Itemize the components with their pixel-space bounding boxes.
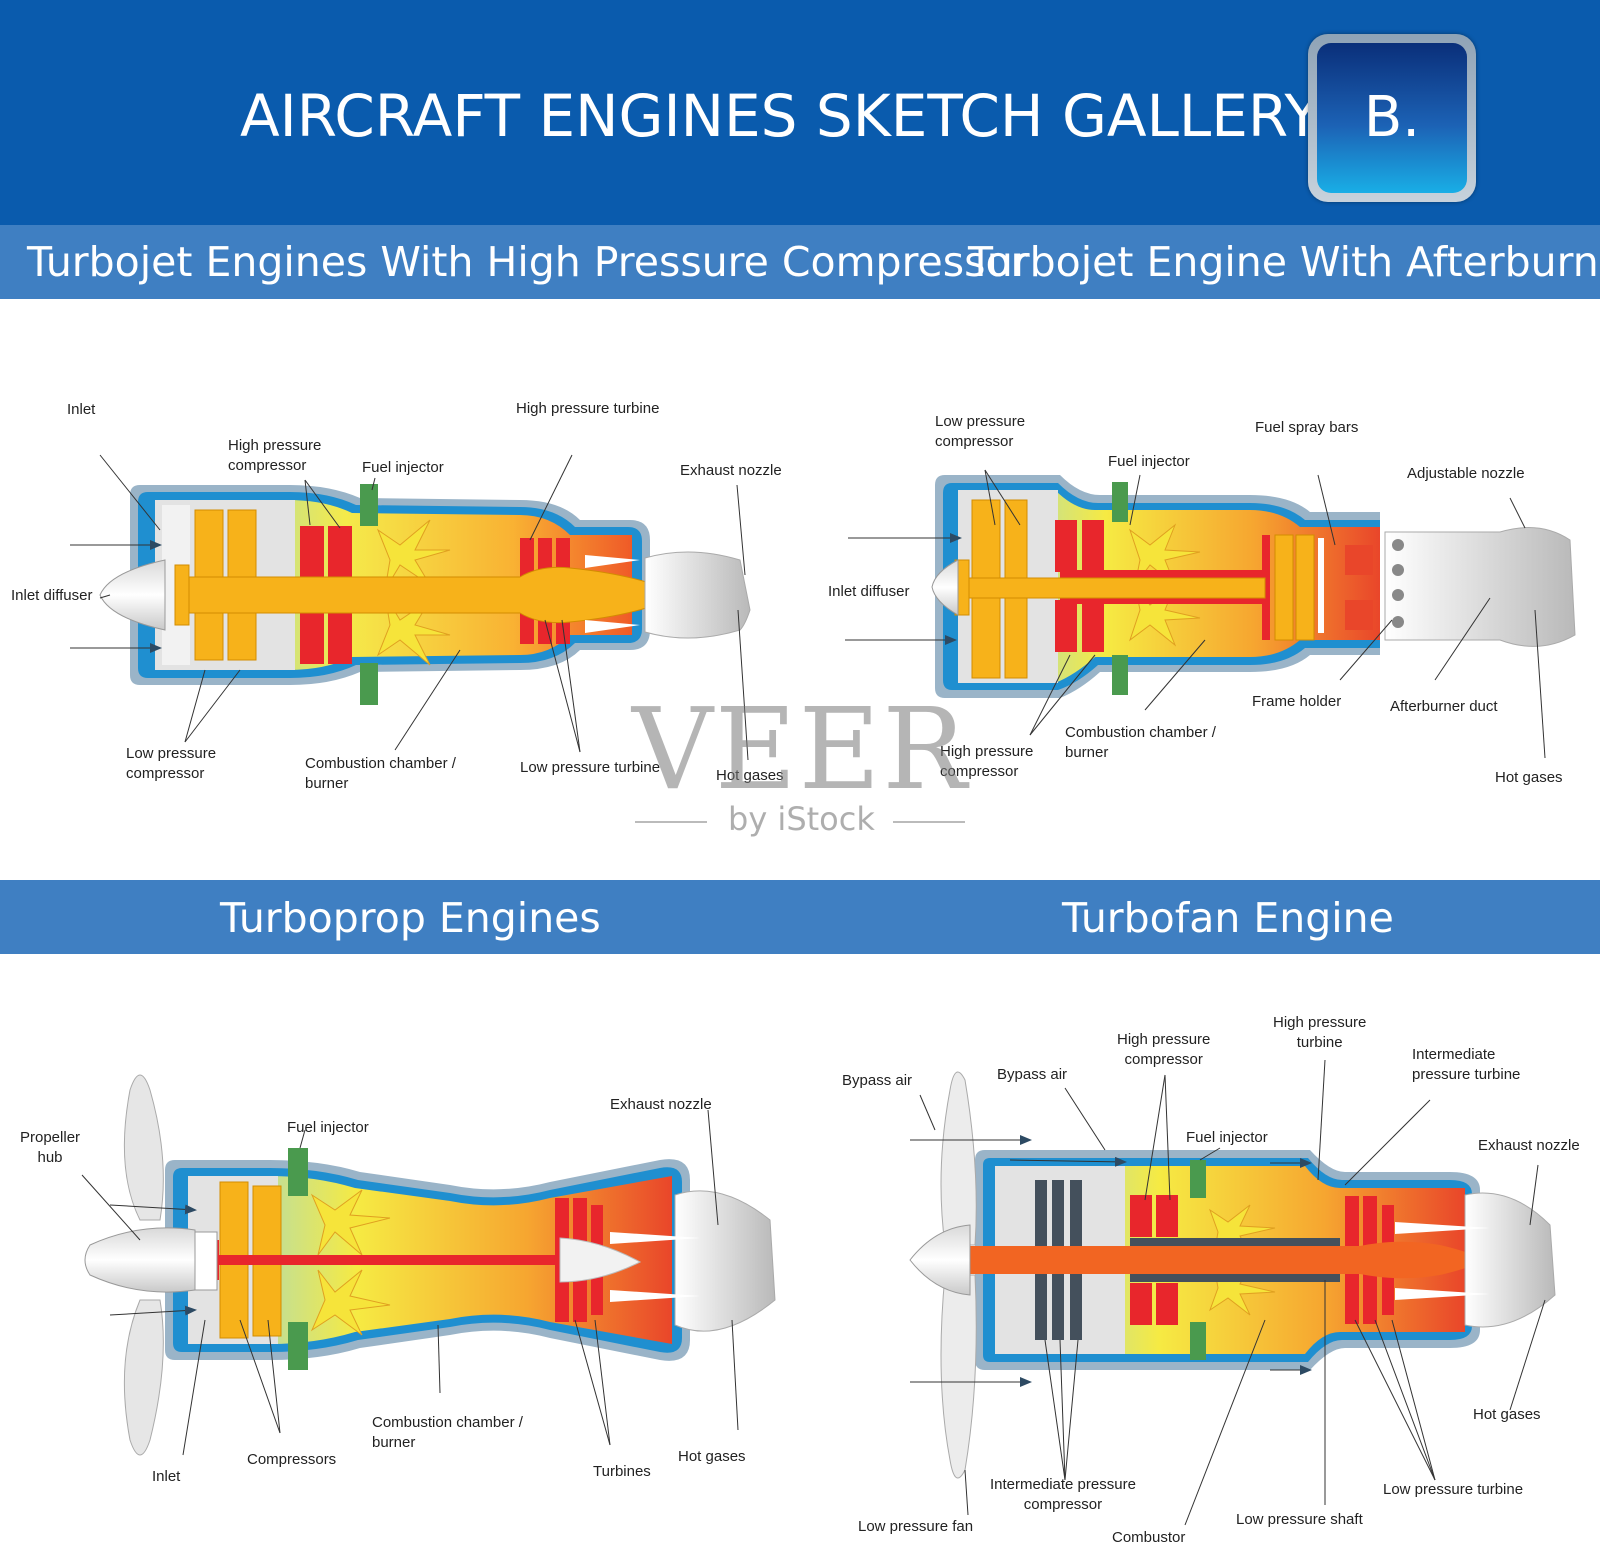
e4-label-hot-gases: Hot gases (1473, 1406, 1541, 1423)
e2-label-afterburner-duct: Afterburner duct (1390, 698, 1498, 715)
section-title-turboprop: Turboprop Engines (220, 894, 601, 942)
logo-letter: B. (1363, 85, 1421, 150)
e3-label-compressors: Compressors (247, 1451, 337, 1468)
section-bar-top (0, 225, 1600, 299)
turbojet-hpc-diagram (70, 454, 751, 761)
e3-label-fuel-injector: Fuel injector (287, 1119, 369, 1136)
turbojet-afterburner-diagram (845, 469, 1576, 759)
logo: B. (1308, 34, 1476, 202)
e4-label-hpc: High pressure compressor (1117, 1031, 1211, 1068)
watermark-brand: VEER (632, 685, 969, 815)
section-title-turbojet-ab: Turbojet Engine With Afterburner (968, 238, 1600, 286)
section-title-turbofan: Turbofan Engine (1062, 894, 1394, 942)
e3-label-exhaust-nozzle: Exhaust nozzle (610, 1096, 712, 1113)
e1-label-hpc: High pressure compressor (228, 437, 322, 474)
e2-label-adjustable-nozzle: Adjustable nozzle (1407, 465, 1525, 482)
e4-label-combustor: Combustor (1112, 1529, 1186, 1546)
e4-label-hpt: High pressure turbine (1273, 1014, 1367, 1051)
e3-label-propeller-hub: Propeller hub (20, 1129, 81, 1166)
e3-label-inlet: Inlet (152, 1468, 181, 1485)
e2-label-fuel-spray-bars: Fuel spray bars (1255, 419, 1359, 436)
e1-label-lpt: Low pressure turbine (520, 759, 661, 776)
e1-label-hpt: High pressure turbine (516, 400, 660, 417)
turbofan-diagram (909, 1059, 1556, 1526)
turboprop-diagram (81, 1074, 776, 1456)
e2-label-hpc: High pressure compressor (940, 743, 1034, 780)
e4-label-bypass-air-1: Bypass air (842, 1072, 913, 1089)
e1-label-lpc: Low pressure compressor (126, 745, 217, 782)
watermark-sub: by iStock (728, 800, 875, 838)
e1-label-combustion: Combustion chamber / burner (305, 755, 456, 792)
e1-label-fuel-injector: Fuel injector (362, 459, 444, 476)
e2-label-fuel-injector: Fuel injector (1108, 453, 1190, 470)
e2-label-hot-gases: Hot gases (1495, 769, 1563, 786)
e2-label-inlet-diffuser: Inlet diffuser (828, 583, 910, 600)
e3-label-hot-gases: Hot gases (678, 1448, 746, 1465)
section-bar-bottom (0, 880, 1600, 954)
page-title: AIRCRAFT ENGINES SKETCH GALLERY (240, 82, 1320, 150)
e3-label-turbines: Turbines (593, 1463, 651, 1480)
e4-label-ipc: Intermediate pressure compressor (990, 1476, 1136, 1513)
e3-label-combustion: Combustion chamber / burner (372, 1414, 523, 1451)
e2-label-lpc: Low pressure compressor (935, 413, 1026, 450)
e1-label-inlet-diffuser: Inlet diffuser (11, 587, 93, 604)
e2-label-frame-holder: Frame holder (1252, 693, 1342, 710)
watermark-line-right (893, 821, 965, 823)
e1-label-inlet: Inlet (67, 401, 96, 418)
e1-label-exhaust-nozzle: Exhaust nozzle (680, 462, 782, 479)
e1-label-hot-gases: Hot gases (716, 767, 784, 784)
e4-label-fuel-injector: Fuel injector (1186, 1129, 1268, 1146)
section-title-turbojet-hpc: Turbojet Engines With High Pressure Comp… (27, 238, 1028, 286)
e2-label-combustion: Combustion chamber / burner (1065, 724, 1216, 761)
e4-label-bypass-air-2: Bypass air (997, 1066, 1068, 1083)
e4-label-lp-shaft: Low pressure shaft (1236, 1511, 1363, 1528)
watermark-line-left (635, 821, 707, 823)
e4-label-lpt: Low pressure turbine (1383, 1481, 1524, 1498)
logo-badge: B. (1317, 43, 1467, 193)
e4-label-lp-fan: Low pressure fan (858, 1518, 974, 1535)
e4-label-exhaust-nozzle: Exhaust nozzle (1478, 1137, 1580, 1154)
e4-label-ipt: Intermediate pressure turbine (1412, 1046, 1521, 1083)
